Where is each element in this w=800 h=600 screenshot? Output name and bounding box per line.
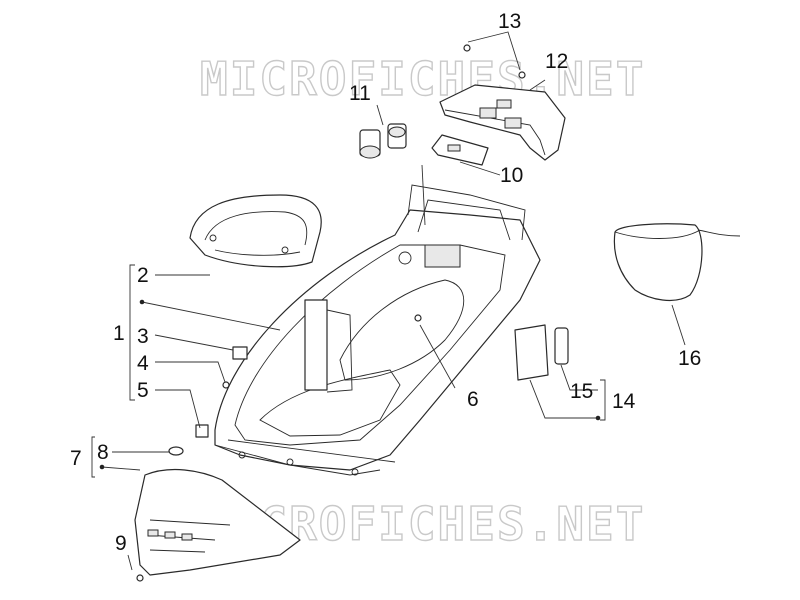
callout-4: 4 [137,352,149,375]
dot-part-1 [139,299,145,305]
rear-panel-part-7 [134,468,301,576]
watermark-top: MICROFICHES.NET [200,52,645,106]
callout-8: 8 [97,441,109,464]
screw-part-6 [414,314,422,322]
callout-16: 16 [678,347,701,370]
kit-part-14 [514,324,569,381]
callout-2: 2 [137,264,149,287]
dot-part-14 [595,415,601,421]
clip-part-5 [195,424,209,438]
callout-15: 15 [570,380,593,403]
callout-3: 3 [137,325,149,348]
rear-tray-part-12 [439,84,566,161]
callout-6: 6 [467,388,479,411]
bag-part-16 [613,223,741,302]
callout-13: 13 [498,10,521,33]
cover-part-10 [431,134,489,166]
callout-9: 9 [115,532,127,555]
screw-part-13a [463,44,471,52]
power-socket-part-11 [359,123,407,159]
screw-part-9 [136,574,144,582]
helmet-compartment-part [214,184,541,476]
lid-part-2 [189,194,322,268]
washer-part-8 [168,446,184,456]
callout-11: 11 [349,82,371,105]
screw-part-13b [518,71,526,79]
callout-14: 14 [612,390,636,413]
callout-7: 7 [70,447,82,470]
callout-5: 5 [137,379,149,402]
dot-part-7 [99,464,105,470]
callout-10: 10 [500,164,523,187]
callout-12: 12 [545,50,568,73]
screw-part-4 [222,381,230,389]
leader-lines [91,31,686,571]
clip-part-3 [232,346,248,360]
callout-1: 1 [113,322,125,345]
